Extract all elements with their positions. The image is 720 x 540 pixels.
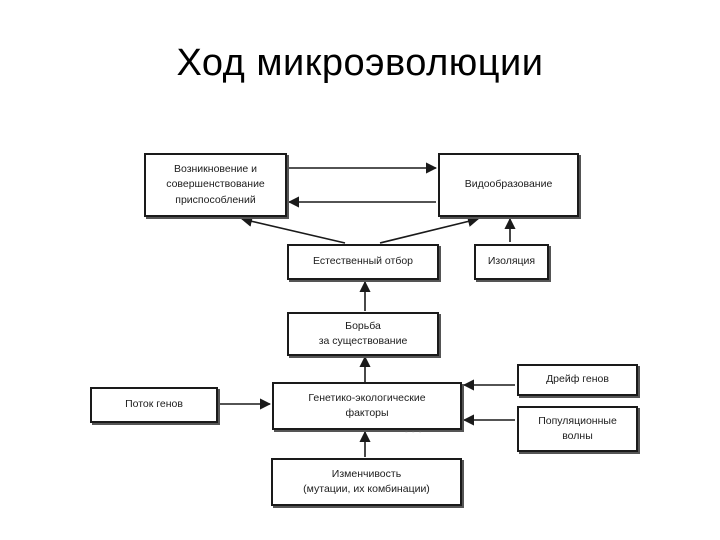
box-gene-flow: Поток генов bbox=[90, 387, 218, 423]
box-adaptations: Возникновение и совершенствование приспо… bbox=[144, 153, 287, 217]
box-population-waves: Популяционные волны bbox=[517, 406, 638, 452]
box-variability: Изменчивость (мутации, их комбинации) bbox=[271, 458, 462, 506]
box-population-waves-label: Популяционные волны bbox=[538, 414, 617, 442]
box-genetic-ecological-label: Генетико-экологические факторы bbox=[308, 391, 426, 419]
box-genetic-drift: Дрейф генов bbox=[517, 364, 638, 396]
arrow-selection-to-adaptations bbox=[240, 215, 346, 244]
box-isolation-label: Изоляция bbox=[487, 255, 536, 268]
slide-title: Ход микроэволюции bbox=[176, 42, 544, 84]
box-natural-selection: Естественный отбор bbox=[287, 244, 439, 280]
box-genetic-drift-label: Дрейф генов bbox=[546, 373, 609, 386]
box-natural-selection-label: Естественный отбор bbox=[312, 255, 414, 268]
box-speciation: Видообразование bbox=[438, 153, 579, 217]
box-adaptations-label: Возникновение и совершенствование приспо… bbox=[166, 163, 265, 206]
arrow-selection-to-speciation bbox=[379, 215, 480, 244]
box-isolation: Изоляция bbox=[474, 244, 549, 280]
box-struggle: Борьба за существование bbox=[287, 312, 439, 356]
box-genetic-ecological: Генетико-экологические факторы bbox=[272, 382, 462, 430]
box-struggle-label: Борьба за существование bbox=[318, 319, 408, 347]
box-speciation-label: Видообразование bbox=[464, 178, 553, 191]
box-gene-flow-label: Поток генов bbox=[125, 398, 183, 411]
box-variability-label: Изменчивость (мутации, их комбинации) bbox=[303, 467, 430, 495]
dash-mark: - - - bbox=[405, 427, 423, 436]
